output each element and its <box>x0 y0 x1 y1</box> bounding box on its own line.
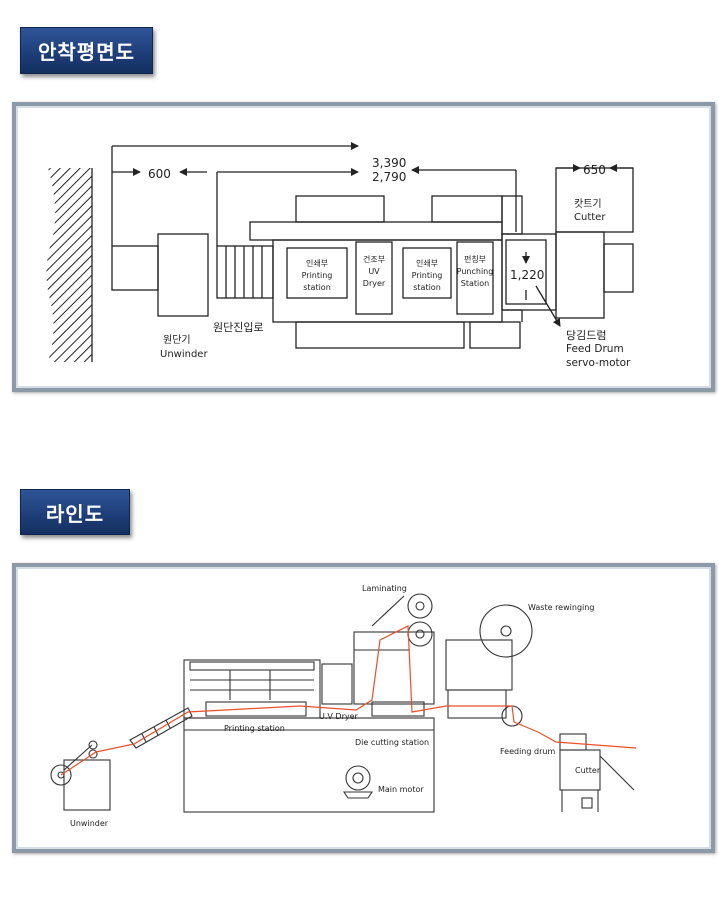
dim-2790-label: 2,790 <box>372 170 406 184</box>
punching-en1: Punching <box>457 267 494 276</box>
feed-drum-label-motor: servo-motor <box>566 357 631 369</box>
cutter-box <box>555 231 605 319</box>
feed-drum-frame <box>501 233 557 311</box>
dim-650-label: 650 <box>583 163 606 177</box>
printing-1-ko: 인쇄부 <box>306 258 328 268</box>
cutter-label-ko: 캇트기 <box>574 198 602 210</box>
feed-drum-leader <box>535 285 561 327</box>
floor-plan-diagram-frame <box>12 102 715 392</box>
wall-hatch <box>46 168 92 362</box>
printing-2-ko: 인쇄부 <box>416 258 438 268</box>
printing-1-en1: Printing <box>302 271 333 280</box>
body-top-rail <box>249 221 503 241</box>
unwinder-label-ko: 원단기 <box>163 334 191 346</box>
top-hood-1 <box>295 195 385 223</box>
line-section-title-text: 라인도 <box>45 501 105 526</box>
punching-station <box>456 241 494 315</box>
printing-2-en1: Printing <box>412 271 443 280</box>
entry-label: 원단진입로 <box>213 321 264 334</box>
dryer-ko: 건조부 <box>363 254 385 264</box>
bottom-base-2 <box>469 321 521 349</box>
line-diagram-frame <box>12 563 715 853</box>
unwinder-box <box>157 233 209 317</box>
dim-3390-label: 3,390 <box>372 156 406 170</box>
unwinder-box-outer <box>111 245 159 291</box>
dryer-en2: Dryer <box>363 279 386 288</box>
printing-station-2 <box>402 247 452 299</box>
cutter-label-en: Cutter <box>574 212 606 223</box>
line-section-title: 라인도 <box>20 489 130 535</box>
dim-600-label: 600 <box>148 167 171 181</box>
dim-1220-label: 1,220 <box>510 268 544 282</box>
printing-2-en2: station <box>413 283 441 292</box>
dryer-en1: UV <box>368 267 380 276</box>
punching-ko: 펀칭부 <box>464 255 486 264</box>
uv-dryer-station <box>355 241 393 315</box>
printing-1-en2: station <box>303 283 331 292</box>
feed-drum-label-ko: 당김드럼 <box>566 329 606 342</box>
feed-drum-label-en: Feed Drum <box>566 343 624 355</box>
plan-section-title: 안착평면도 <box>20 27 153 74</box>
unwinder-label-en: Unwinder <box>160 349 208 360</box>
feed-drum-box <box>505 239 547 305</box>
printing-station-1 <box>286 247 348 299</box>
top-hood-2 <box>431 195 503 223</box>
plan-section-title-text: 안착평면도 <box>38 40 135 64</box>
punching-en2: Station <box>461 279 489 288</box>
bottom-base-1 <box>295 321 465 349</box>
